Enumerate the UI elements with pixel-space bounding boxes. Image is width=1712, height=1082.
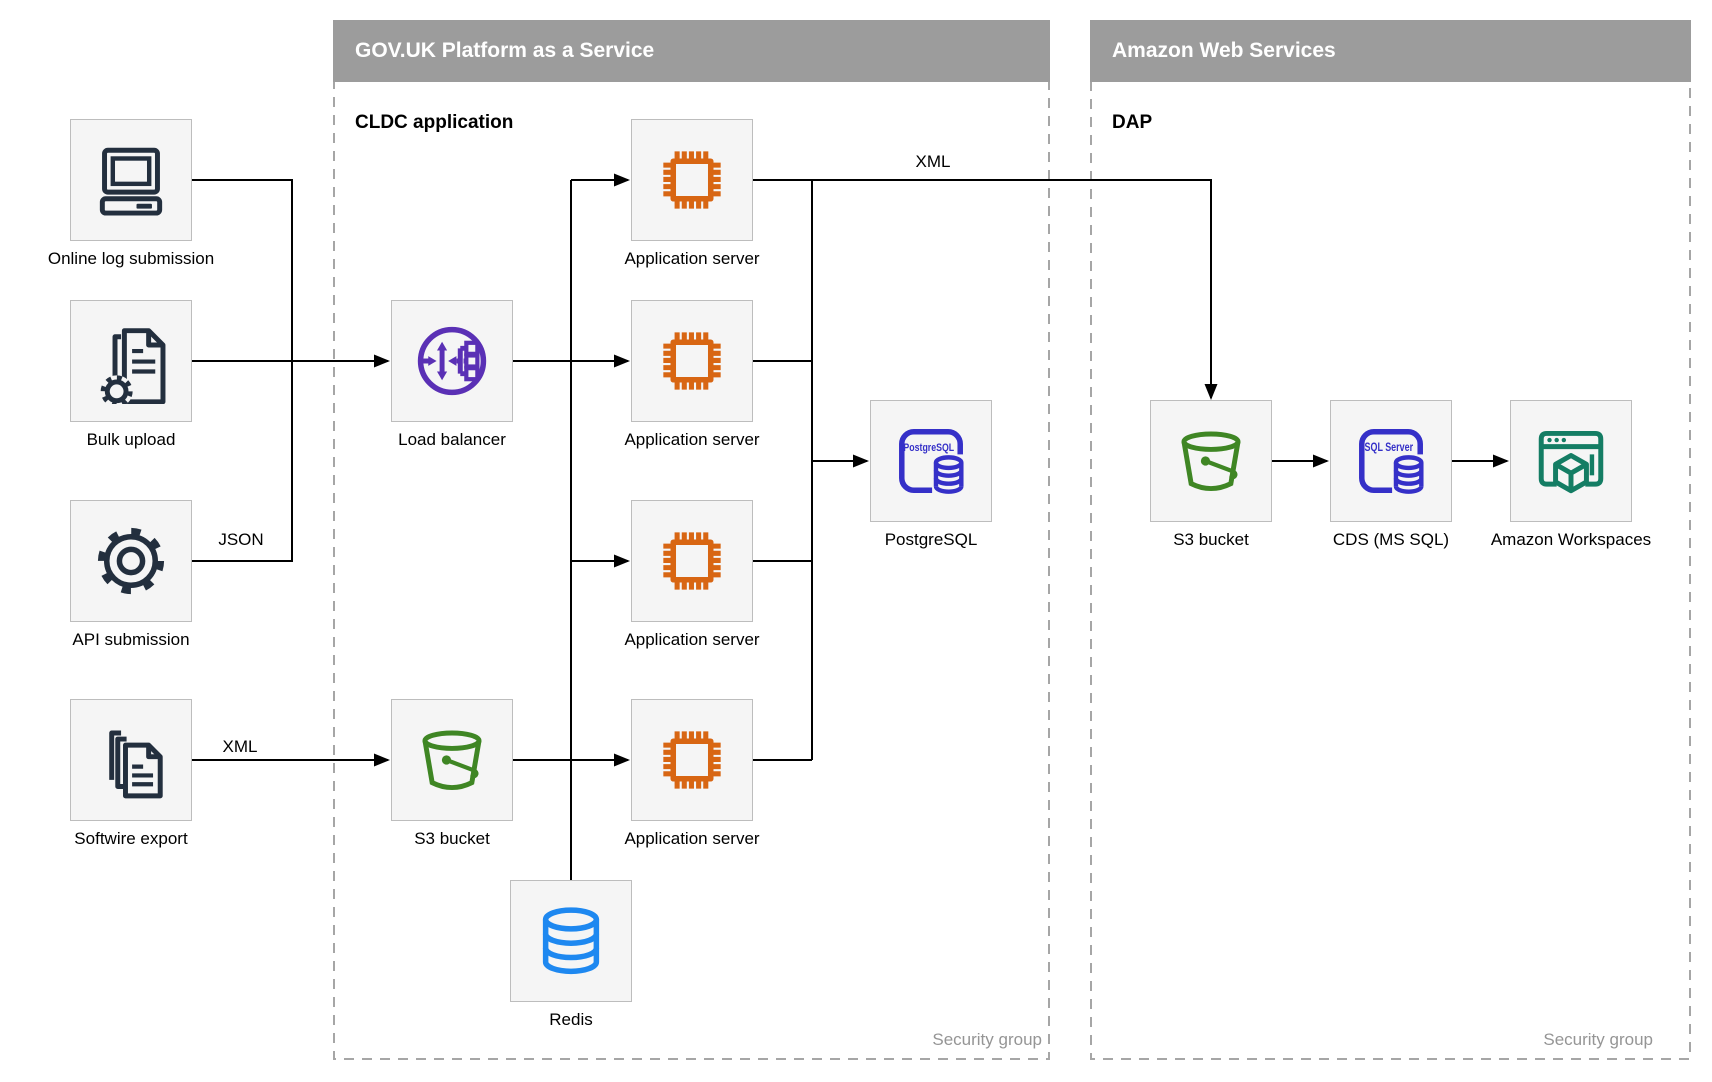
container-title: Amazon Web Services — [1112, 39, 1336, 62]
node-label: Softwire export — [74, 829, 188, 848]
chip-icon — [649, 717, 735, 803]
node-label: Application server — [624, 430, 760, 449]
node-application-server-4: Application server — [624, 699, 760, 848]
node-label: Amazon Workspaces — [1490, 530, 1652, 549]
container-aws: Amazon Web Services DAP Security group — [1090, 20, 1691, 1060]
node-application-server-1: Application server — [624, 119, 760, 268]
node-box — [1510, 400, 1632, 522]
security-group-label: Security group — [932, 1030, 1042, 1049]
edge-label-xml-feed: XML — [915, 152, 951, 171]
chip-icon — [649, 318, 735, 404]
chip-icon — [649, 137, 735, 223]
node-box — [631, 119, 753, 241]
node-application-server-2: Application server — [624, 300, 760, 449]
node-box — [70, 699, 192, 821]
document-gear-icon — [88, 318, 174, 404]
node-amazon-workspaces: Amazon Workspaces — [1491, 400, 1651, 549]
svg-text:SQL Server: SQL Server — [1365, 442, 1414, 454]
node-load-balancer: Load balancer — [391, 300, 513, 449]
load-balancer-icon — [409, 318, 495, 404]
node-box — [510, 880, 632, 1002]
sql-server-icon: SQL Server — [1348, 418, 1434, 504]
postgresql-icon: PostgreSQL — [888, 418, 974, 504]
documents-icon — [88, 717, 174, 803]
node-box: PostgreSQL — [870, 400, 992, 522]
node-box: SQL Server — [1330, 400, 1452, 522]
node-box — [70, 119, 192, 241]
container-title: GOV.UK Platform as a Service — [355, 39, 655, 62]
node-label: Online log submission — [47, 249, 215, 268]
node-application-server-3: Application server — [624, 500, 760, 649]
node-label: Bulk upload — [86, 430, 176, 449]
node-box — [631, 699, 753, 821]
svg-text:PostgreSQL: PostgreSQL — [903, 442, 954, 454]
node-redis: Redis — [510, 880, 632, 1029]
node-box — [70, 500, 192, 622]
node-s3-bucket-aws: S3 bucket — [1150, 400, 1272, 549]
container-sublabel: CLDC application — [355, 112, 514, 133]
node-label: Application server — [624, 249, 760, 268]
node-bulk-upload: Bulk upload — [70, 300, 192, 449]
container-govuk-paas: GOV.UK Platform as a Service CLDC applic… — [333, 20, 1050, 1060]
node-label: API submission — [72, 630, 190, 649]
database-icon — [528, 898, 614, 984]
node-cds-ms-sql: SQL Server CDS (MS SQL) — [1330, 400, 1452, 549]
node-label: Application server — [624, 829, 760, 848]
node-label: S3 bucket — [1173, 530, 1249, 549]
node-box — [631, 300, 753, 422]
edge-label-json: JSON — [218, 530, 264, 549]
node-box — [70, 300, 192, 422]
node-label: Load balancer — [398, 430, 506, 449]
container-title-bar: Amazon Web Services — [1090, 20, 1691, 82]
node-label: CDS (MS SQL) — [1332, 530, 1450, 549]
node-online-log-submission: Online log submission — [48, 119, 214, 268]
node-box — [391, 699, 513, 821]
workspaces-icon — [1528, 418, 1614, 504]
node-label: S3 bucket — [414, 829, 490, 848]
bucket-icon — [1168, 418, 1254, 504]
container-sublabel: DAP — [1112, 112, 1153, 133]
node-box — [391, 300, 513, 422]
chip-icon — [649, 518, 735, 604]
node-label: PostgreSQL — [884, 530, 978, 549]
node-postgresql: PostgreSQL PostgreSQL — [870, 400, 992, 549]
security-group-label: Security group — [1543, 1030, 1653, 1049]
node-softwire-export: Softwire export — [70, 699, 192, 848]
bucket-icon — [409, 717, 495, 803]
edge-label-xml-export: XML — [222, 737, 258, 756]
node-label: Application server — [624, 630, 760, 649]
node-box — [631, 500, 753, 622]
computer-icon — [88, 137, 174, 223]
node-label: Redis — [549, 1010, 593, 1029]
node-api-submission: API submission — [70, 500, 192, 649]
container-title-bar: GOV.UK Platform as a Service — [333, 20, 1050, 82]
node-box — [1150, 400, 1272, 522]
node-s3-bucket-paas: S3 bucket — [391, 699, 513, 848]
gear-icon — [88, 518, 174, 604]
